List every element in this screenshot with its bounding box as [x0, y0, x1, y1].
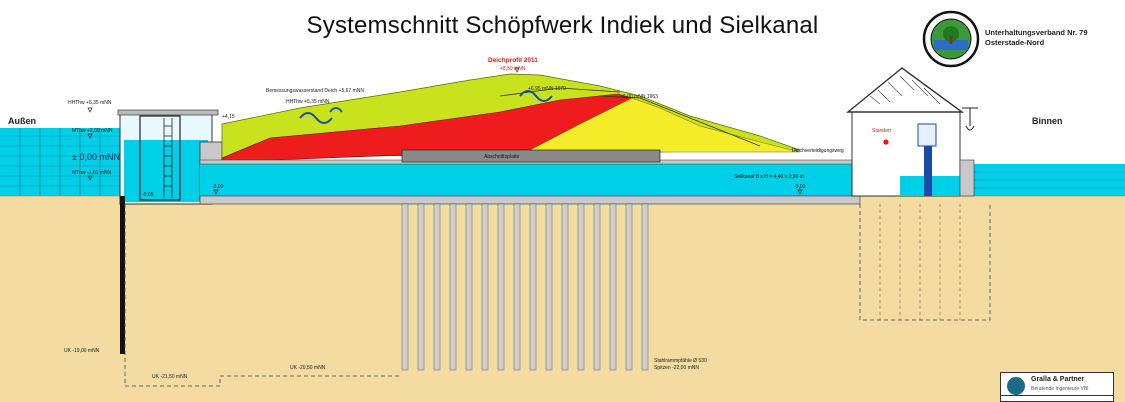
inside-outlet-wall: [959, 159, 975, 197]
association-logo: [922, 10, 980, 68]
steel-pile: [561, 203, 569, 371]
outside-bank-rails: [19, 128, 101, 196]
dike-profile-level: +8,50 mNN: [500, 66, 526, 72]
level-uk-mid: UK -21,50 mNN: [152, 374, 188, 380]
steel-pile: [401, 203, 409, 371]
level-marker-mtnw: [87, 175, 93, 181]
steel-pile: [449, 203, 457, 371]
level-1963: +6,00 mNN 1963: [620, 94, 658, 100]
level-design-water: Bemessungswasserstand Deich +5,67 mNN: [266, 88, 364, 94]
level-hhthw-out: HHThw +5,35 mNN: [68, 100, 112, 106]
company-subtitle: Beratende Ingenieure VBI: [1031, 386, 1089, 392]
level-marker-hhthw: [87, 107, 93, 113]
inside-label: Binnen: [1032, 116, 1063, 126]
hhthw-wave-icon: [329, 107, 343, 113]
dike-crest-wave-icon: [519, 90, 553, 102]
organization-line2: Osterstade-Nord: [985, 38, 1045, 47]
steel-pile: [497, 203, 505, 371]
dike-profile-title: Deichprofil 2011: [488, 57, 538, 64]
steel-pile: [609, 203, 617, 371]
company-name: Gralla & Partner: [1031, 376, 1085, 383]
level-marker-canal-left: [213, 189, 219, 195]
pump-shaft: [924, 146, 932, 196]
level-marker-crest: [514, 67, 520, 73]
diagram-title: Systemschnitt Schöpfwerk Indiek und Siel…: [306, 12, 819, 39]
canal-label: Sielkanal B x H = 4,40 x 2,90 m: [734, 174, 804, 180]
outlet-gate-frame: [139, 115, 181, 201]
level-uk-left: UK -19,00 mNN: [64, 348, 100, 354]
level-marker-mthw: [87, 133, 93, 139]
steel-piles: [401, 203, 649, 371]
company-logo: [1007, 377, 1025, 395]
crane-hook-icon: [962, 107, 978, 131]
steel-pile: [641, 203, 649, 371]
site-label: Standort: [872, 128, 892, 134]
company-stamp: Gralla & Partner Beratende Ingenieure VB…: [1000, 372, 1114, 402]
steel-pile: [481, 203, 489, 371]
section-plate: [401, 149, 661, 163]
steel-pile: [417, 203, 425, 371]
level-mtnw: MTnw -1,61 mNN: [72, 170, 112, 176]
dike-path-label: Deichverteidigungsweg: [792, 148, 844, 154]
pump-room-window: [917, 123, 937, 147]
level-1970: +6,95 mNN 1970: [528, 86, 566, 92]
steel-pile: [593, 203, 601, 371]
steel-pile: [545, 203, 553, 371]
foundation-outline-right: [859, 204, 991, 321]
level-wall-top: +4,15: [222, 114, 235, 120]
outside-water-lines: [0, 135, 122, 187]
level-canal-floor-left: -3,00: [212, 184, 224, 190]
level-zero: ± 0,00 mNN: [72, 152, 120, 162]
outlet-chamber-water: [124, 140, 208, 202]
dike-profile-1963: [599, 95, 761, 147]
dike-profile-1970: [499, 87, 621, 97]
steel-pile: [465, 203, 473, 371]
steel-pile: [433, 203, 441, 371]
outlet-railing: [117, 109, 219, 116]
roof-hatching: [869, 75, 941, 105]
level-marker-canal-right: [797, 189, 803, 195]
steel-pile: [625, 203, 633, 371]
canal-floor: [199, 195, 861, 205]
steel-pile: [513, 203, 521, 371]
foundation-right-posts: [879, 204, 961, 320]
canal-water: [200, 164, 860, 196]
design-water-wave-icon: [299, 112, 333, 124]
steel-pile: [529, 203, 537, 371]
outside-water: [0, 128, 122, 196]
level-markers: [87, 67, 803, 195]
site-marker: [883, 139, 889, 145]
pile-depth-label: Spitzen -22,00 mNN: [654, 365, 699, 371]
level-mthw: MThw +2,09 mNN: [72, 128, 113, 134]
organization-line1: Unterhaltungsverband Nr. 79: [985, 28, 1088, 37]
level-sill-left: -3,65: [142, 192, 154, 198]
sheet-pile-wall: [120, 196, 125, 354]
section-plate-label: Abschnittsplatte: [484, 154, 520, 160]
level-hhthw-dike: HHThw +5,35 mNN: [286, 99, 330, 105]
foundation-outline-left: [124, 204, 402, 387]
inside-water-lines: [962, 171, 1125, 189]
stamp-divider: [1001, 395, 1113, 396]
organization-name: Unterhaltungsverband Nr. 79 Osterstade-N…: [985, 28, 1088, 48]
outside-label: Außen: [8, 116, 36, 126]
level-uk-right: UK -20,50 mNN: [290, 365, 326, 371]
steel-pile: [577, 203, 585, 371]
outlet-gate-ladder: [163, 118, 173, 198]
level-canal-floor-right: -3,00: [794, 184, 806, 190]
piles-label: Stahlrammpfähle Ø 530: [654, 358, 707, 364]
pump-station-roof: [846, 67, 965, 113]
